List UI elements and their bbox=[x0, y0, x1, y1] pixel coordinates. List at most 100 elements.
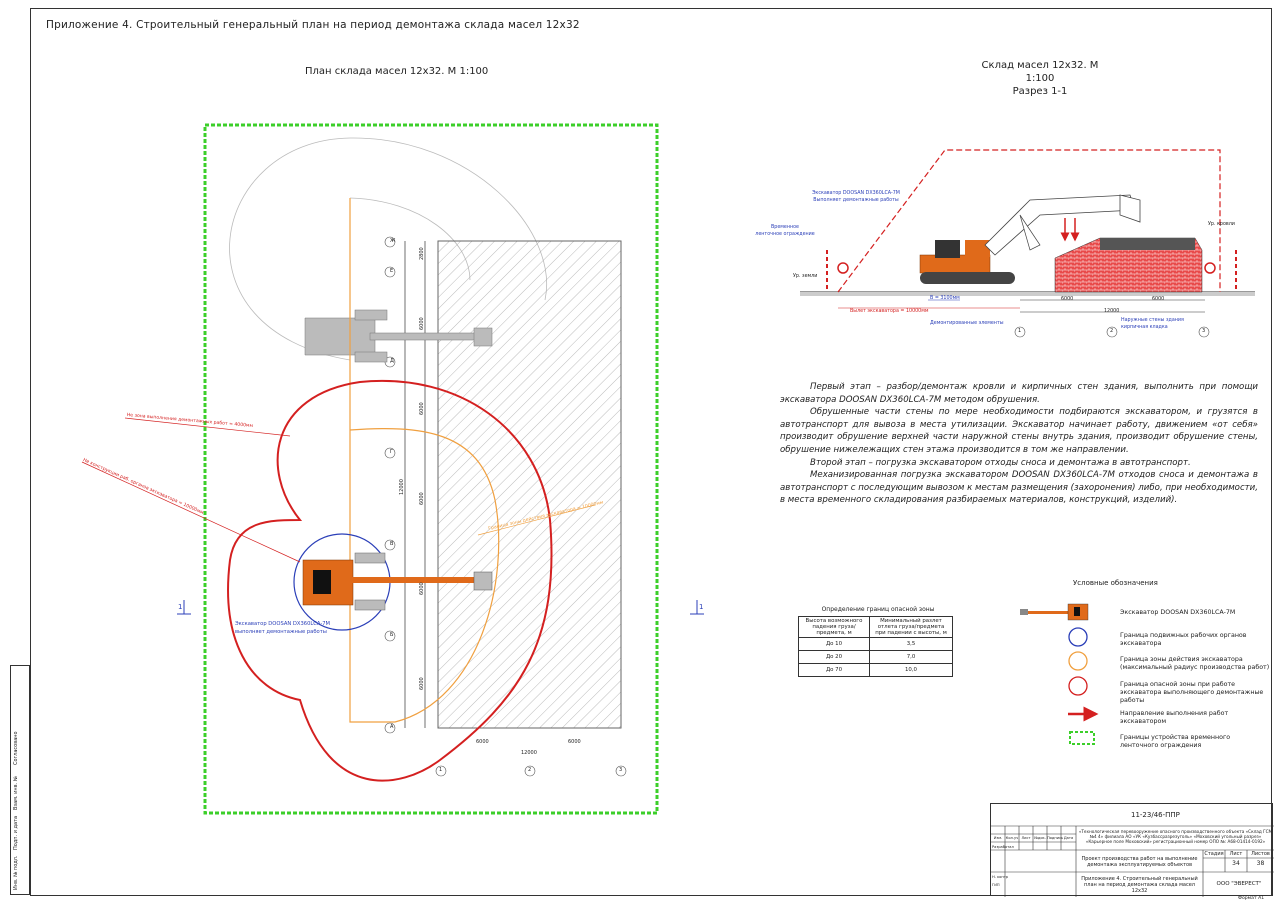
axis-letter-v: В bbox=[390, 541, 394, 547]
section-axis-2: 2 bbox=[1110, 328, 1114, 334]
legend-red-symbol bbox=[1068, 676, 1088, 696]
section-dim-2: 12000 bbox=[1104, 309, 1120, 314]
role-developed: Разработал bbox=[992, 845, 1014, 849]
label-distance: В = 3100мм bbox=[930, 296, 960, 301]
legend-orange-symbol bbox=[1068, 651, 1088, 671]
plan-axis-letters bbox=[384, 236, 627, 777]
role-norm-control: Н. контр bbox=[992, 875, 1009, 879]
dim-v-4: 6000 bbox=[419, 492, 425, 505]
swing-arc-outer bbox=[229, 137, 547, 361]
section-mark-left-label: 1 bbox=[178, 603, 183, 611]
col-sign: Подпись bbox=[1047, 836, 1064, 840]
sheet-frame bbox=[30, 8, 1272, 896]
label-reach: Вылет экскаватора = 10000мм bbox=[850, 309, 929, 314]
side-strip bbox=[10, 665, 30, 895]
temporary-fence bbox=[203, 123, 659, 815]
title-block-grid bbox=[991, 825, 1274, 897]
axis-letter-a: А bbox=[390, 724, 394, 730]
col-kol: Кол.уч bbox=[1005, 836, 1019, 840]
danger-table-header: Минимальный разлет отлета груза/предмета… bbox=[869, 616, 953, 638]
dim-v-5: 6000 bbox=[419, 582, 425, 595]
section-mark-left bbox=[177, 600, 191, 615]
project-name: Проект производства работ на выполнение … bbox=[1081, 856, 1198, 868]
section-mark-right-label: 1 bbox=[699, 603, 704, 611]
label-excavator-section: Экскаватор DOOSAN DX360LCA-7M Выполняет … bbox=[812, 191, 900, 203]
label-fence-section: Временное ленточное ограждение bbox=[755, 225, 815, 237]
role-gip: ГИП bbox=[992, 883, 1000, 887]
legend-blue-symbol bbox=[1068, 627, 1088, 647]
excavator-orange bbox=[302, 552, 493, 611]
legend-item-red: Граница опасной зоны при работе экскават… bbox=[1120, 681, 1264, 704]
axis-number-1: 1 bbox=[439, 767, 443, 773]
stage-label: Стадия bbox=[1204, 851, 1224, 857]
legend-title: Условные обозначения bbox=[1073, 579, 1158, 587]
section-dim-1: 6000 bbox=[1152, 297, 1165, 302]
format-label: Формат А1 bbox=[1238, 896, 1265, 901]
section-axis-1: 1 bbox=[1018, 328, 1022, 334]
side-label-inv: Инв. № подл. bbox=[13, 855, 19, 891]
axis-letter-g: Г bbox=[390, 449, 394, 455]
axis-number-3: 3 bbox=[619, 767, 623, 773]
sheet-name: Приложение 4. Строительный генеральный п… bbox=[1081, 876, 1198, 894]
side-label-sign: Подп. и дата bbox=[13, 815, 19, 850]
danger-table-title: Определение границ опасной зоны bbox=[821, 606, 935, 613]
object-name: «Технологическая перевооружение опасного… bbox=[1078, 829, 1273, 844]
col-izm: Изм. bbox=[993, 836, 1003, 840]
legend-item-orange: Граница зоны действия экскаватора (макси… bbox=[1120, 656, 1270, 671]
sheets-label: Листов bbox=[1251, 851, 1270, 857]
dim-h-2: 12000 bbox=[521, 750, 537, 756]
label-elements: Демонтированные элементы bbox=[930, 321, 1004, 326]
label-roof-level: Ур. кровли bbox=[1208, 222, 1235, 227]
building-plan bbox=[437, 240, 622, 729]
company-name: ООО "ЭВЕРЕСТ" bbox=[1216, 881, 1262, 887]
section-mark-right bbox=[690, 600, 704, 615]
axis-letter-e: Е bbox=[390, 268, 394, 274]
dim-v-1: 6000 bbox=[419, 317, 425, 330]
dim-h-1: 6000 bbox=[568, 739, 581, 745]
side-label-replace: Взам. инв. № bbox=[13, 776, 19, 810]
legend-item-excavator: Экскаватор DOOSAN DX360LCA-7M bbox=[1120, 609, 1236, 616]
dim-v-6: 6000 bbox=[419, 677, 425, 690]
section-title: Склад масел 12х32. М 1:100 Разрез 1-1 bbox=[981, 60, 1099, 97]
col-doc: №док. bbox=[1034, 836, 1046, 840]
section-dim-0: 6000 bbox=[1061, 297, 1074, 302]
legend-item-arrow: Направление выполнения работ экскаваторо… bbox=[1120, 710, 1229, 725]
doc-code: 11-23/46-ППР bbox=[1131, 811, 1180, 819]
axis-letter-b: Б bbox=[390, 632, 394, 638]
excavator-gray bbox=[304, 309, 493, 363]
axis-letter-d: Д bbox=[390, 358, 394, 364]
col-list: Лист bbox=[1021, 836, 1031, 840]
dim-v-2: 6000 bbox=[419, 402, 425, 415]
label-walls: Наружные стены здания кирпичная кладка bbox=[1121, 318, 1184, 330]
plan-title: План склада масел 12х32. М 1:100 bbox=[305, 66, 489, 77]
axis-letter-zh: Ж bbox=[390, 238, 396, 244]
dim-v-3: 12000 bbox=[399, 479, 405, 495]
axis-number-2: 2 bbox=[528, 767, 532, 773]
section-axis-3: 3 bbox=[1202, 328, 1206, 334]
red-danger-zone bbox=[227, 379, 553, 782]
sheet-label: Лист bbox=[1229, 851, 1243, 857]
sheet-number: 34 bbox=[1232, 860, 1240, 867]
orange-zone-boundary bbox=[349, 198, 500, 723]
legend-item-blue: Граница подвижных рабочих органов экскав… bbox=[1120, 632, 1247, 647]
sheet-title: Приложение 4. Строительный генеральный п… bbox=[46, 19, 580, 31]
legend-excavator-symbol bbox=[1020, 603, 1089, 621]
sheets-number: 38 bbox=[1256, 860, 1265, 867]
excavator-section bbox=[919, 194, 1141, 284]
col-date: Дата bbox=[1063, 836, 1074, 840]
dim-h-0: 6000 bbox=[476, 739, 489, 745]
title-block: 11-23/46-ППР «Технологическая перевооруж… bbox=[990, 803, 1274, 897]
label-ground-level: Ур. земли bbox=[793, 274, 818, 279]
dim-v-0: 2800 bbox=[419, 247, 425, 260]
danger-table-header: Высота возможного падения груза/предмета… bbox=[798, 616, 870, 638]
work-description: Первый этап – разбор/демонтаж кровли и к… bbox=[780, 382, 1258, 506]
legend-fence-symbol bbox=[1069, 731, 1095, 745]
side-label-agreed: Согласовано bbox=[13, 731, 19, 765]
section-danger-line bbox=[837, 149, 1221, 293]
danger-table: Высота возможного падения груза/предмета… bbox=[798, 616, 953, 677]
